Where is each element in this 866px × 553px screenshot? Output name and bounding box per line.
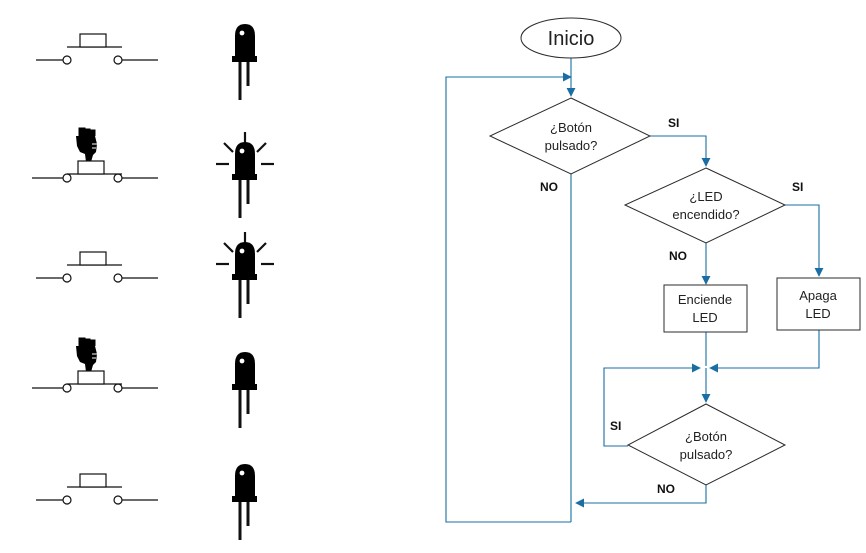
push-button-open-icon	[35, 33, 159, 65]
process-turn-off-led: Apaga LED	[776, 277, 861, 331]
decision-led-line-2: encendido?	[672, 207, 739, 222]
decision-button-pressed-1: ¿Botón pulsado?	[488, 97, 652, 175]
decision-2-line-1: ¿Botón	[685, 429, 727, 444]
led-off-icon	[230, 462, 259, 542]
decision-button-pressed-2: ¿Botón pulsado?	[626, 403, 787, 486]
led-lit-icon	[230, 240, 259, 320]
edge-decision-2-no	[575, 485, 707, 508]
state-row-3	[35, 230, 276, 320]
process-off-line-1: Apaga	[799, 288, 837, 303]
edge-turn-off-to-merge	[709, 330, 820, 373]
decision-1-line-1: ¿Botón	[550, 120, 592, 135]
push-button-pressed-icon	[31, 370, 159, 393]
state-row-2	[31, 127, 276, 220]
process-off-line-2: LED	[805, 306, 830, 321]
label-yes-led: SI	[792, 180, 803, 194]
process-on-line-2: LED	[692, 310, 717, 325]
state-row-1	[35, 22, 259, 102]
edge-loop-outer	[445, 72, 572, 523]
label-no-2: NO	[657, 482, 675, 496]
process-on-line-1: Enciende	[678, 292, 732, 307]
push-button-pressed-icon	[31, 160, 159, 183]
label-yes-1: SI	[668, 116, 679, 130]
label-no-1: NO	[540, 180, 558, 194]
edge-led-yes-to-turn-off	[785, 204, 824, 277]
label-yes-2: SI	[610, 419, 621, 433]
start-node: Inicio	[520, 17, 622, 59]
push-button-open-icon	[35, 473, 159, 505]
flowchart-connectors	[445, 58, 824, 523]
pointing-finger-icon	[74, 337, 99, 374]
push-button-open-icon	[35, 251, 159, 283]
decision-1-line-2: pulsado?	[545, 138, 598, 153]
state-row-4	[31, 337, 259, 430]
process-turn-on-led: Enciende LED	[663, 284, 748, 333]
edge-yes-to-led-check	[650, 135, 711, 167]
edge-decision-2-yes-loop	[603, 363, 701, 447]
pointing-finger-icon	[74, 127, 99, 164]
decision-led-on: ¿LED encendido?	[623, 167, 787, 244]
decision-led-line-1: ¿LED	[689, 189, 722, 204]
led-off-icon	[230, 350, 259, 430]
state-row-5	[35, 462, 259, 542]
led-lit-icon	[230, 140, 259, 220]
start-label: Inicio	[548, 28, 595, 50]
decision-2-line-2: pulsado?	[680, 447, 733, 462]
label-no-led: NO	[669, 249, 687, 263]
led-off-icon	[230, 22, 259, 102]
